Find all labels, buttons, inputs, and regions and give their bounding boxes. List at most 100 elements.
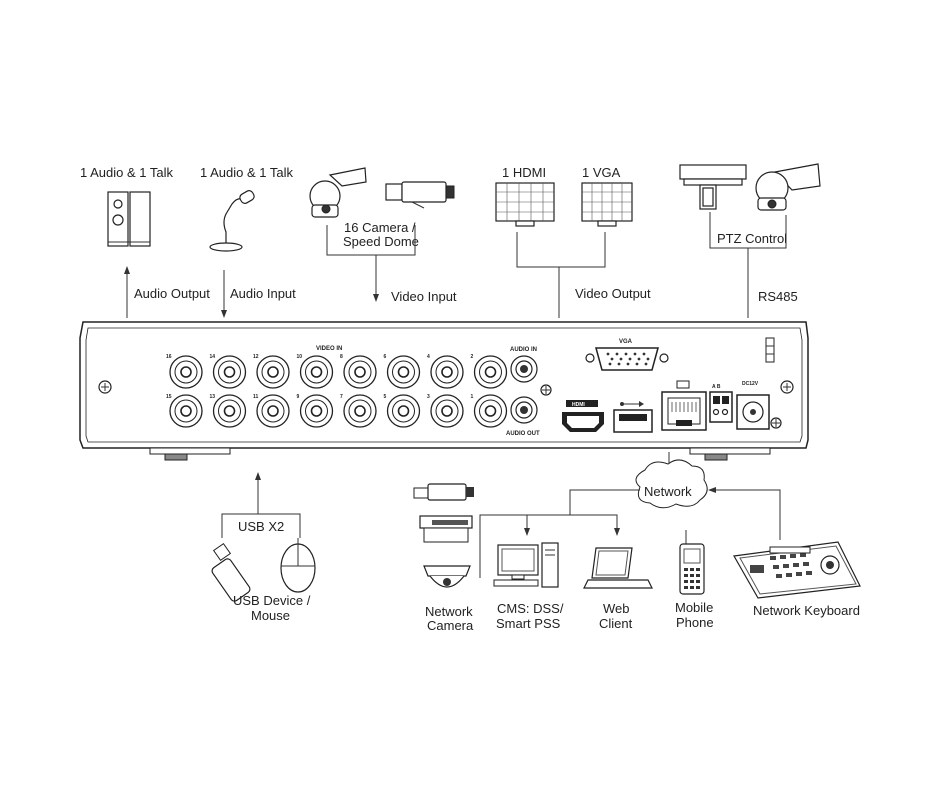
ptz-camera-icon	[679, 164, 747, 210]
bnc-connector-pin	[441, 366, 453, 378]
speaker-icon	[107, 191, 151, 247]
bnc-channel-number: 10	[297, 354, 303, 360]
network-camera-label-line2: Camera	[427, 618, 474, 633]
usb-x2-label: USB X2	[238, 519, 284, 534]
network-keyboard-icon	[733, 541, 861, 599]
vga-monitor-icon	[581, 182, 633, 227]
bnc-channel-number: 3	[427, 394, 430, 400]
web-client-label-line1: Web	[603, 601, 630, 616]
hdmi-port	[562, 412, 604, 432]
lan-port	[661, 391, 707, 431]
bnc-connector-pin	[180, 405, 192, 417]
bnc-connector-pin	[223, 366, 236, 378]
mouse-icon	[280, 538, 316, 593]
video-in-panel-label: VIDEO IN	[316, 346, 342, 352]
hdmi-monitor-label: 1 HDMI	[502, 165, 546, 180]
bnc-connector-pin	[397, 366, 410, 378]
bnc-channel-number: 8	[340, 354, 343, 360]
audio-input-label: Audio Input	[230, 286, 296, 301]
video-output-label: Video Output	[575, 286, 651, 301]
microphone-icon	[209, 190, 255, 252]
bnc-connector-pin	[267, 405, 279, 417]
bnc-connector-pin	[354, 405, 366, 417]
dvr-back-panel	[79, 321, 809, 461]
bnc-connectors: 16 14 12 10 8 6 4 2 15 13 11 9 7 5 3 1	[166, 354, 508, 428]
cms-label-line2: Smart PSS	[496, 616, 561, 631]
network-connector-lines	[479, 452, 781, 578]
bnc-connector-pin	[397, 405, 410, 417]
bnc-connector-pin	[484, 366, 497, 378]
video-input-label: Video Input	[391, 289, 457, 304]
laptop-icon	[583, 547, 653, 589]
mobile-phone-label-line1: Mobile	[675, 600, 713, 615]
bnc-connector-pin	[484, 405, 497, 417]
bnc-connector-pin	[441, 405, 453, 417]
usb-device-label-line1: USB Device /	[233, 593, 311, 608]
usb-icon	[620, 401, 644, 407]
rs485-label: RS485	[758, 289, 798, 304]
bnc-channel-number: 11	[253, 394, 259, 400]
ground-screw-icon	[540, 384, 552, 396]
mobile-phone-icon	[679, 530, 705, 595]
bnc-channel-number: 7	[340, 394, 343, 400]
ground-icon	[770, 417, 782, 429]
vga-port	[585, 347, 669, 371]
bnc-connector-pin	[310, 405, 323, 417]
top-connector-lines	[124, 212, 787, 318]
bnc-connector-pin	[180, 366, 192, 378]
rs485-ab-panel-label: A B	[712, 384, 721, 390]
network-cloud-icon	[635, 459, 708, 509]
network-dome-camera-icon	[423, 565, 471, 588]
ptz-dome-icon	[755, 163, 821, 211]
usb-flash-drive-icon	[211, 542, 251, 602]
audio-output-label: Audio Output	[134, 286, 210, 301]
bnc-channel-number: 13	[210, 394, 216, 400]
network-box-camera-icon	[419, 515, 473, 543]
power-port	[736, 394, 770, 430]
camera-label-line2: Speed Dome	[343, 234, 419, 249]
bnc-channel-number: 9	[297, 394, 300, 400]
speed-dome-camera-icon	[309, 167, 367, 218]
hdmi-monitor-icon	[495, 182, 555, 227]
audio-out-panel-label: AUDIO OUT	[506, 431, 540, 437]
network-camera-label-line1: Network	[425, 604, 473, 619]
audio-output-device-label: 1 Audio & 1 Talk	[80, 165, 173, 180]
bnc-connector-pin	[310, 366, 323, 378]
network-keyboard-label: Network Keyboard	[753, 603, 860, 618]
usb-device-label-line2: Mouse	[251, 608, 290, 623]
bnc-channel-number: 1	[471, 394, 474, 400]
bnc-channel-number: 12	[253, 354, 259, 360]
bnc-channel-number: 4	[427, 354, 430, 360]
audio-out-connector	[510, 396, 538, 424]
audio-in-panel-label: AUDIO IN	[510, 347, 537, 353]
vga-panel-label: VGA	[619, 339, 633, 345]
usb-port	[613, 409, 653, 433]
web-client-label-line2: Client	[599, 616, 633, 631]
audio-input-device-label: 1 Audio & 1 Talk	[200, 165, 293, 180]
rs485-terminal	[709, 391, 733, 423]
cms-computer-icon	[493, 542, 559, 588]
vga-monitor-label: 1 VGA	[582, 165, 621, 180]
audio-in-connector	[510, 355, 538, 383]
bnc-channel-number: 2	[471, 354, 474, 360]
bnc-channel-number: 6	[384, 354, 387, 360]
ptz-control-label: PTZ Control	[717, 231, 787, 246]
cms-label-line1: CMS: DSS/	[497, 601, 564, 616]
hdmi-logo	[566, 400, 598, 407]
mobile-phone-label-line2: Phone	[676, 615, 714, 630]
camera-label-line1: 16 Camera /	[344, 220, 416, 235]
usb-connector-lines	[221, 472, 301, 538]
network-icon	[676, 380, 690, 389]
bnc-connector-pin	[223, 405, 236, 417]
bnc-channel-number: 16	[166, 354, 172, 360]
network-label: Network	[644, 484, 692, 499]
hdmi-panel-label: HDMI	[572, 402, 585, 408]
box-camera-icon	[385, 181, 455, 209]
bnc-connector-pin	[267, 366, 279, 378]
bnc-channel-number: 5	[384, 394, 387, 400]
bnc-channel-number: 15	[166, 394, 172, 400]
bnc-channel-number: 14	[210, 354, 216, 360]
dc12v-panel-label: DC12V	[742, 381, 759, 387]
bnc-connector-pin	[354, 366, 366, 378]
